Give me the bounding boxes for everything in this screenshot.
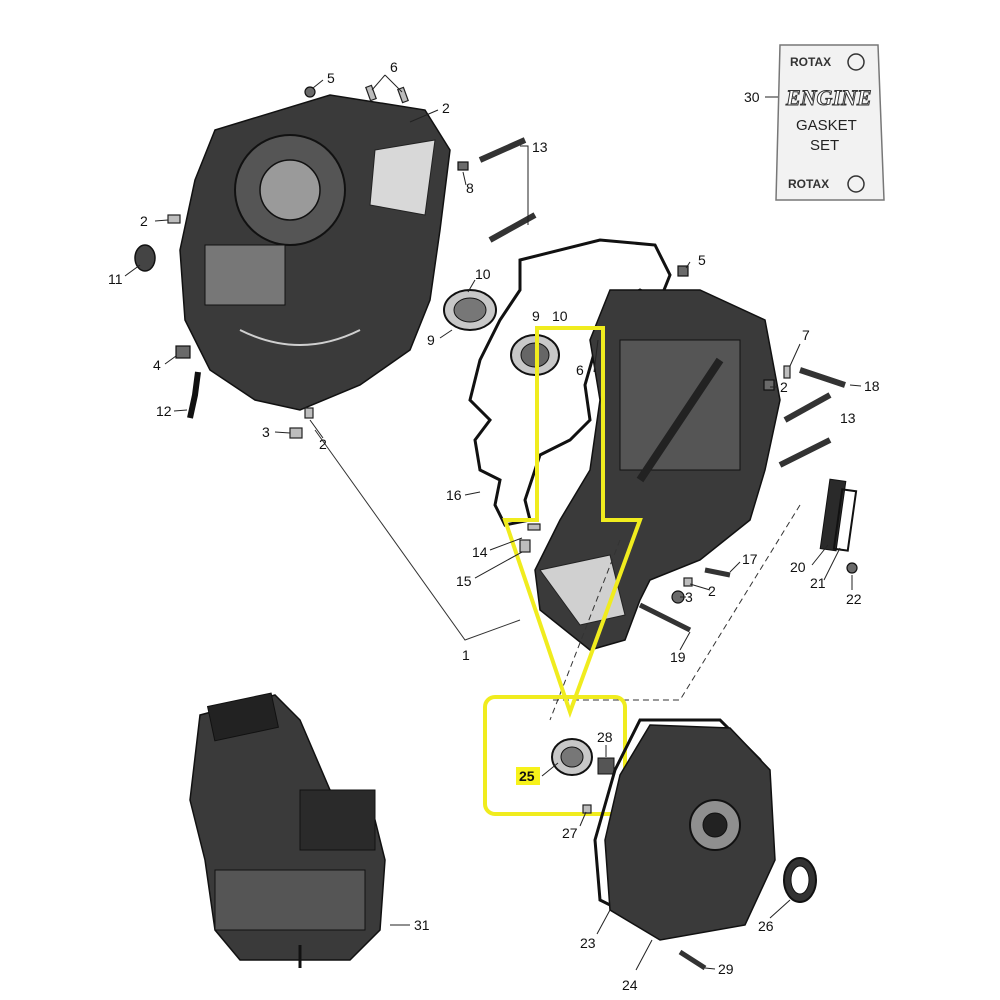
- dowel-icon: [397, 86, 409, 104]
- callout-31: 31: [414, 917, 430, 933]
- callout-13: 13: [532, 139, 548, 155]
- engine-assembly: [189, 692, 386, 968]
- callout-11: 11: [108, 271, 123, 287]
- callout-14: 14: [472, 544, 488, 560]
- callout-2: 2: [140, 213, 148, 229]
- callout-7: 7: [802, 327, 810, 343]
- detail-parts: [551, 738, 615, 814]
- oil-seal-icon: [134, 244, 156, 272]
- gasket-set-line2: SET: [810, 137, 839, 154]
- dowel-icon: [783, 365, 791, 379]
- callout-19: 19: [670, 649, 686, 665]
- callout-2: 2: [708, 583, 716, 599]
- callout-15: 15: [456, 573, 472, 589]
- highlight-outline: [502, 326, 643, 719]
- callout-23: 23: [580, 935, 596, 951]
- callout-20: 20: [790, 559, 806, 575]
- gasket-set-brand-bottom: ROTAX: [788, 177, 829, 191]
- callout-9: 9: [427, 332, 435, 348]
- crankcase-cover: [593, 718, 817, 971]
- callout-3: 3: [685, 589, 693, 605]
- callout-28: 28: [597, 729, 613, 745]
- callout-30: 30: [744, 89, 760, 105]
- callout-3: 3: [262, 424, 270, 440]
- leader-lines: [124, 74, 862, 971]
- nut-icon: [677, 265, 689, 277]
- callout-22: 22: [846, 591, 862, 607]
- callout-2: 2: [780, 379, 788, 395]
- plug-icon: [289, 427, 303, 439]
- callout-5: 5: [698, 252, 706, 268]
- callout-6: 6: [390, 59, 398, 75]
- callout-8: 8: [466, 180, 474, 196]
- callout-12: 12: [156, 403, 172, 419]
- gasket-set-package: ROTAX ENGINE GASKET SET ROTAX: [775, 44, 885, 201]
- callout-24: 24: [622, 977, 638, 993]
- brp-logo-icon: [847, 175, 865, 193]
- crankcase-left-half: [179, 94, 451, 411]
- callout-16: 16: [446, 487, 462, 503]
- callout-13: 13: [840, 410, 856, 426]
- callout-2: 2: [442, 100, 450, 116]
- highlight-label-bg: [516, 767, 540, 785]
- callout-10: 10: [552, 308, 568, 324]
- dowel-icon: [304, 407, 314, 419]
- callout-9: 9: [532, 308, 540, 324]
- callout-21: 21: [810, 575, 826, 591]
- callout-1: 1: [462, 647, 470, 663]
- dowel-icon: [365, 84, 377, 102]
- callout-29: 29: [718, 961, 734, 977]
- hose-icon: [187, 371, 201, 419]
- callout-4: 4: [153, 357, 161, 373]
- callout-5: 5: [327, 70, 335, 86]
- callout-27: 27: [562, 825, 578, 841]
- highlight-callout: [483, 326, 643, 816]
- callout-6: 6: [576, 362, 584, 378]
- highlight-detail-box: [483, 695, 627, 816]
- callout-2: 2: [319, 436, 327, 452]
- plug-icon: [457, 161, 469, 171]
- right-small-parts: [519, 265, 858, 633]
- callout-25: 25: [519, 768, 535, 784]
- dowel-icon: [167, 214, 181, 224]
- brp-logo-icon: [847, 53, 865, 71]
- plug-icon: [175, 345, 191, 359]
- crankcase-right-half: [534, 289, 781, 651]
- plug-icon: [763, 379, 775, 391]
- gasket-set-line1: GASKET: [796, 117, 857, 134]
- callout-26: 26: [758, 918, 774, 934]
- callout-10: 10: [475, 266, 491, 282]
- callout-17: 17: [742, 551, 758, 567]
- gasket-set-brand-top: ROTAX: [790, 55, 831, 69]
- plug-icon: [597, 757, 615, 775]
- nut-icon: [304, 86, 316, 98]
- callout-labels: 5 6 2 13 8 2 11 10 9 4 12 3 2 9 10 6 5 7…: [108, 59, 880, 993]
- cover-plate-icon: [819, 478, 847, 552]
- gasket-set-title: ENGINE: [785, 85, 872, 110]
- callout-18: 18: [864, 378, 880, 394]
